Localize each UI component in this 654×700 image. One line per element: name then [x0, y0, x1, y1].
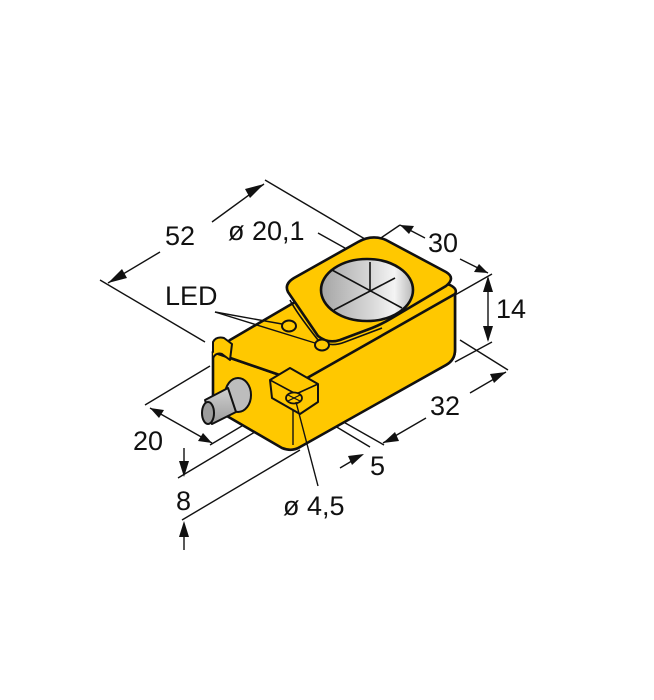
- led-1: [281, 319, 297, 333]
- sensing-face-diameter-label: ø 20,1: [228, 216, 305, 246]
- dimension-height: 14: [454, 273, 526, 363]
- led-callout: LED: [165, 281, 316, 344]
- mount-hole-diameter-label: ø 4,5: [283, 491, 345, 521]
- mount-height-label: 8: [176, 486, 191, 516]
- dimension-length: 52: [99, 179, 371, 343]
- width-label: 30: [428, 228, 458, 258]
- mounting-boss: [269, 367, 319, 415]
- mount-hole-callout: ø 4,5: [283, 401, 345, 521]
- length-label: 52: [165, 221, 195, 251]
- dimension-connector-offset: 20: [133, 365, 273, 456]
- mount-depth-label: 32: [430, 391, 460, 421]
- height-label: 14: [496, 294, 526, 324]
- dimension-mount-depth: 32: [339, 339, 509, 446]
- led-2: [314, 338, 330, 352]
- mount-edge-label: 5: [370, 451, 385, 481]
- connector-offset-label: 20: [133, 426, 163, 456]
- sensing-face: [319, 257, 415, 323]
- sensor-housing: [211, 236, 458, 452]
- led-label: LED: [165, 281, 218, 311]
- connector-plug: [201, 377, 252, 425]
- dimension-width: 30: [371, 224, 489, 274]
